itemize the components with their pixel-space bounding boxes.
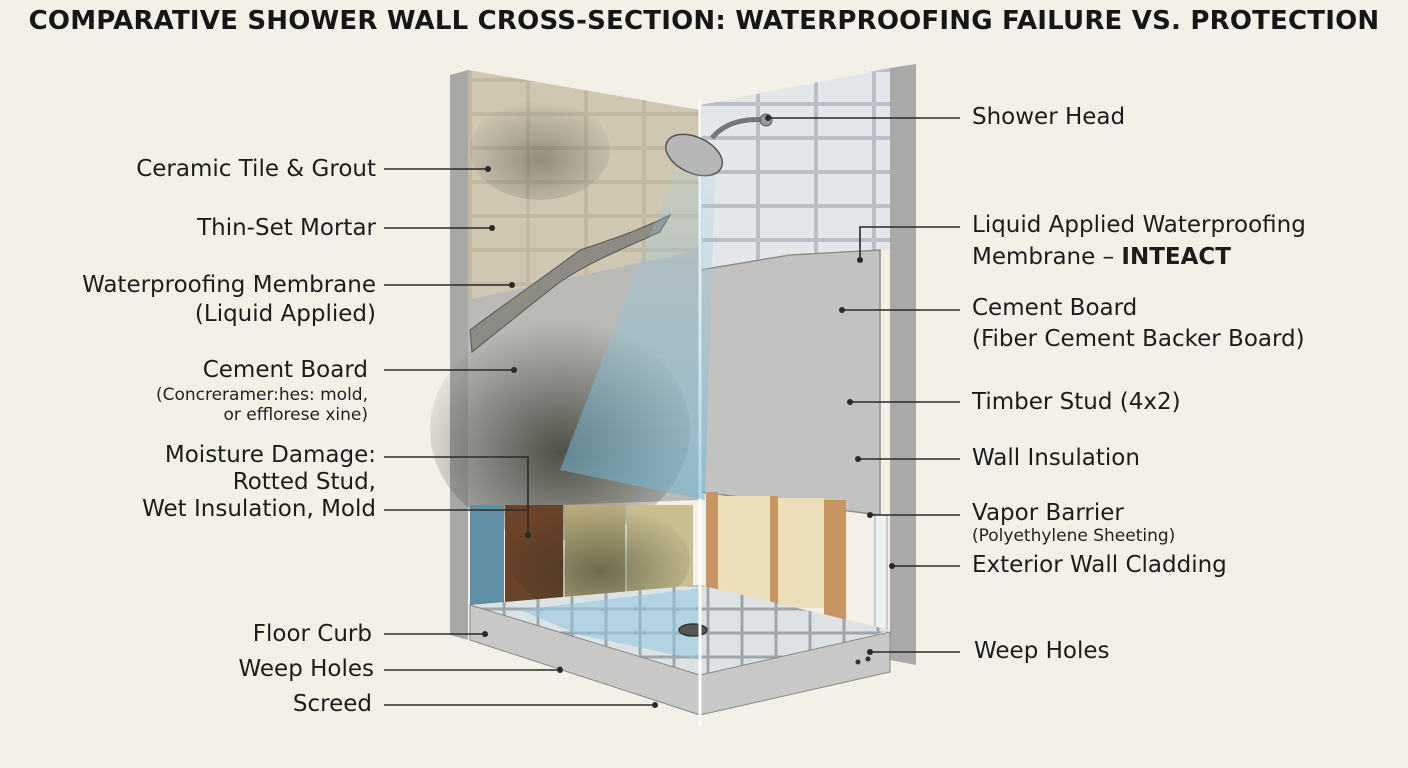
moisture-line-2: Rotted Stud,: [232, 469, 376, 495]
good-stud-3: [824, 500, 846, 630]
label-timber-stud: Timber Stud (4x2): [972, 388, 1181, 417]
label-weep-holes-left-text: Weep Holes: [238, 656, 375, 682]
label-vapor-barrier: Vapor Barrier (Polyethylene Sheeting): [972, 500, 1175, 546]
label-weep-holes-right: Weep Holes: [974, 637, 1110, 666]
membrane-line-1: Waterproofing Membrane: [82, 272, 376, 298]
cement-left-sub-2: or efflorese xine): [223, 405, 368, 425]
shower-floor: [469, 585, 891, 716]
good-insulation-1: [718, 496, 770, 610]
weep-hole-right-1: [855, 659, 861, 665]
mold-stain-top: [470, 100, 610, 200]
label-ceramic-tile: Ceramic Tile & Grout: [136, 155, 376, 184]
label-cement-board-left: Cement Board (Concreramer:hes: mold, or …: [156, 356, 368, 425]
moisture-line-1: Moisture Damage:: [164, 442, 376, 468]
diagram-title: COMPARATIVE SHOWER WALL CROSS-SECTION: W…: [28, 6, 1380, 36]
shower-head-icon: [665, 113, 773, 177]
cement-left-line-1: Cement Board: [202, 357, 368, 383]
liquid-line-2-prefix: Membrane –: [972, 244, 1122, 270]
right-concrete-edge: [890, 64, 916, 665]
label-weep-holes-left: Weep Holes: [239, 655, 375, 684]
liquid-line-1: Liquid Applied Waterproofing: [972, 212, 1306, 238]
label-wall-insulation: Wall Insulation: [972, 444, 1140, 473]
label-exterior-cladding-text: Exterior Wall Cladding: [972, 552, 1227, 578]
label-timber-stud-text: Timber Stud (4x2): [972, 389, 1181, 415]
water-spray: [560, 170, 715, 500]
membrane-line-2: (Liquid Applied): [194, 301, 376, 327]
label-floor-curb: Floor Curb: [253, 620, 372, 649]
liquid-status-intact: INTEACT: [1121, 244, 1231, 270]
vapor-line-1: Vapor Barrier: [972, 500, 1124, 526]
floor-drain: [678, 623, 708, 637]
label-cement-board-right: Cement Board (Fiber Cement Backer Board): [972, 293, 1305, 355]
label-waterproofing-membrane: Waterproofing Membrane (Liquid Applied): [82, 271, 376, 329]
label-floor-curb-text: Floor Curb: [252, 621, 372, 647]
label-liquid-membrane: Liquid Applied Waterproofing Membrane – …: [972, 209, 1306, 273]
standing-water: [520, 588, 700, 660]
leader-lines: [384, 115, 960, 708]
cement-right-line-1: Cement Board: [972, 295, 1138, 321]
label-wall-insulation-text: Wall Insulation: [972, 445, 1140, 471]
liquid-line-2: Membrane – INTEACT: [972, 241, 1306, 273]
liquid-membrane-panel: [699, 249, 881, 516]
wet-cavity: [470, 505, 504, 615]
weep-hole-right-2: [865, 656, 871, 662]
label-moisture-damage: Moisture Damage: Rotted Stud, Wet Insula…: [142, 442, 376, 523]
cement-right-line-2: (Fiber Cement Backer Board): [972, 326, 1305, 352]
label-ceramic-tile-text: Ceramic Tile & Grout: [136, 156, 376, 182]
label-screed: Screed: [293, 690, 372, 719]
protected-wall-section: [699, 64, 916, 665]
label-exterior-cladding: Exterior Wall Cladding: [972, 551, 1227, 580]
label-weep-holes-right-text: Weep Holes: [974, 638, 1110, 664]
label-thinset-mortar: Thin-Set Mortar: [197, 214, 376, 243]
vapor-barrier-strip: [874, 514, 888, 636]
label-thinset-mortar-text: Thin-Set Mortar: [197, 215, 376, 241]
label-shower-head-text: Shower Head: [972, 104, 1126, 130]
good-insulation-2: [778, 498, 824, 608]
cement-left-sub-1: (Concreramer:hes: mold,: [155, 385, 368, 405]
label-screed-text: Screed: [292, 691, 372, 717]
moisture-line-3: Wet Insulation, Mold: [142, 496, 376, 522]
vapor-sub: (Polyethylene Sheeting): [972, 526, 1176, 546]
good-stud-2: [770, 496, 778, 610]
clean-tile-area: [700, 68, 890, 270]
good-stud-1: [706, 492, 718, 610]
label-shower-head: Shower Head: [972, 103, 1125, 132]
mold-lower: [510, 505, 690, 615]
